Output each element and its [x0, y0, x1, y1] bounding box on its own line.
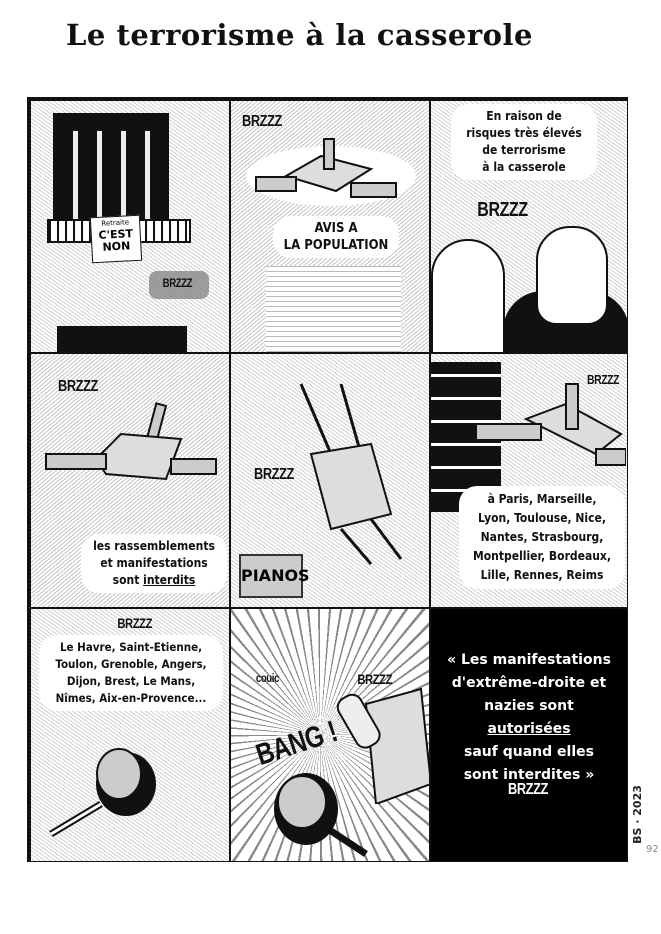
speech-bubble: les rassemblements et manifestations son…	[81, 534, 227, 593]
bubble-line: AVIS A	[314, 221, 358, 236]
bubble-line: les rassemblements	[93, 539, 215, 553]
speech-bubble: En raison de risques très élevés de terr…	[451, 104, 597, 180]
poster	[266, 266, 401, 352]
panel-8: couic BRZZZ BANG !	[230, 608, 430, 862]
drone-icon	[246, 138, 416, 206]
sign-line: NON	[102, 239, 131, 254]
bubble-line: En raison de	[486, 109, 562, 123]
bubble-line: Le Havre, Saint-Etienne,	[59, 640, 203, 654]
shadow	[149, 271, 209, 299]
bubble-underlined-word: interdits	[143, 573, 196, 587]
drone-icon	[336, 687, 429, 804]
quote-line: sont interdites »	[463, 767, 595, 783]
sfx-brzzz: BRZZZ	[241, 113, 282, 130]
window-bars	[73, 131, 153, 221]
bubble-line: Lyon, Toulouse, Nice,	[478, 511, 606, 525]
sfx-brzzz: BRZZZ	[162, 276, 193, 290]
sfx-bang: BANG !	[252, 715, 342, 773]
sfx-brzzz: BRZZZ	[253, 466, 294, 483]
sfx-brzzz: BRZZZ	[507, 781, 548, 798]
bubble-line: Nantes, Strasbourg,	[480, 530, 604, 544]
panel-9: « Les manifestations d'extrême-droite et…	[430, 608, 628, 862]
artist-signature: BS · 2023	[630, 785, 644, 844]
drone-icon	[475, 383, 626, 466]
sfx-brzzz: BRZZZ	[357, 671, 393, 687]
sfx-brzzz: BRZZZ	[587, 372, 620, 387]
quote-line: nazies sont	[484, 698, 574, 714]
bubble-line: et manifestations	[100, 556, 208, 570]
panel-2: BRZZZ AVIS A LA POPULATION	[230, 100, 430, 353]
bubble-line: Montpellier, Bordeaux,	[473, 549, 611, 563]
panel-1: Retraite C'EST NON BRZZZ	[30, 100, 230, 353]
panel-4: BRZZZ les rassemblements et manifestatio…	[30, 353, 230, 608]
sfx-couic: couic	[255, 671, 279, 685]
saucepan-icon	[274, 773, 368, 857]
drone-icon	[299, 383, 403, 565]
quote-line: sauf quand elles	[464, 744, 594, 760]
drone-icon	[45, 402, 217, 481]
bubble-line: Nîmes, Aix-en-Provence...	[55, 691, 207, 705]
quote-text: « Les manifestations d'extrême-droite et…	[441, 649, 617, 787]
speech-bubble: à Paris, Marseille, Lyon, Toulouse, Nice…	[459, 486, 625, 589]
comic-grid: Retraite C'EST NON BRZZZ BRZZZ AVIS A LA…	[27, 97, 628, 862]
protest-sign: Retraite C'EST NON	[89, 214, 143, 264]
bubble-line: Dijon, Brest, Le Mans,	[66, 674, 196, 688]
shop-sign-text: PIANOS	[241, 566, 310, 585]
panel-7: BRZZZ Le Havre, Saint-Etienne, Toulon, G…	[30, 608, 230, 862]
panel-3: En raison de risques très élevés de terr…	[430, 100, 628, 353]
bubble-line: LA POPULATION	[283, 238, 389, 253]
panel-5: BRZZZ PIANOS	[230, 353, 430, 608]
sfx-brzzz: BRZZZ	[117, 615, 153, 631]
panel-6: BRZZZ à Paris, Marseille, Lyon, Toulouse…	[430, 353, 628, 608]
saucepan-icon	[49, 748, 156, 838]
speech-bubble: Le Havre, Saint-Etienne, Toulon, Grenobl…	[39, 635, 223, 711]
woman-face	[431, 239, 505, 352]
skull-face	[536, 226, 608, 325]
bubble-line: de terrorisme	[482, 143, 566, 157]
bubble-line: à Paris, Marseille,	[487, 492, 597, 506]
quote-line: « Les manifestations	[447, 652, 611, 668]
bubble-line: sont	[112, 573, 140, 587]
lower-window	[57, 326, 187, 352]
sfx-brzzz: BRZZZ	[57, 378, 98, 395]
quote-line: d'extrême-droite et	[451, 675, 607, 691]
sfx-brzzz: BRZZZ	[477, 199, 528, 221]
bubble-line: à la casserole	[482, 160, 566, 174]
bubble-line: Toulon, Grenoble, Angers,	[55, 657, 207, 671]
bubble-line: Lille, Rennes, Reims	[480, 568, 604, 582]
speech-bubble: AVIS A LA POPULATION	[273, 216, 399, 258]
shop-sign: PIANOS	[239, 554, 310, 598]
quote-underlined-word: autorisées	[487, 721, 571, 737]
page-number: 92	[646, 844, 659, 855]
page-title: Le terrorisme à la casserole	[66, 18, 533, 52]
bubble-line: risques très élevés	[466, 126, 582, 140]
